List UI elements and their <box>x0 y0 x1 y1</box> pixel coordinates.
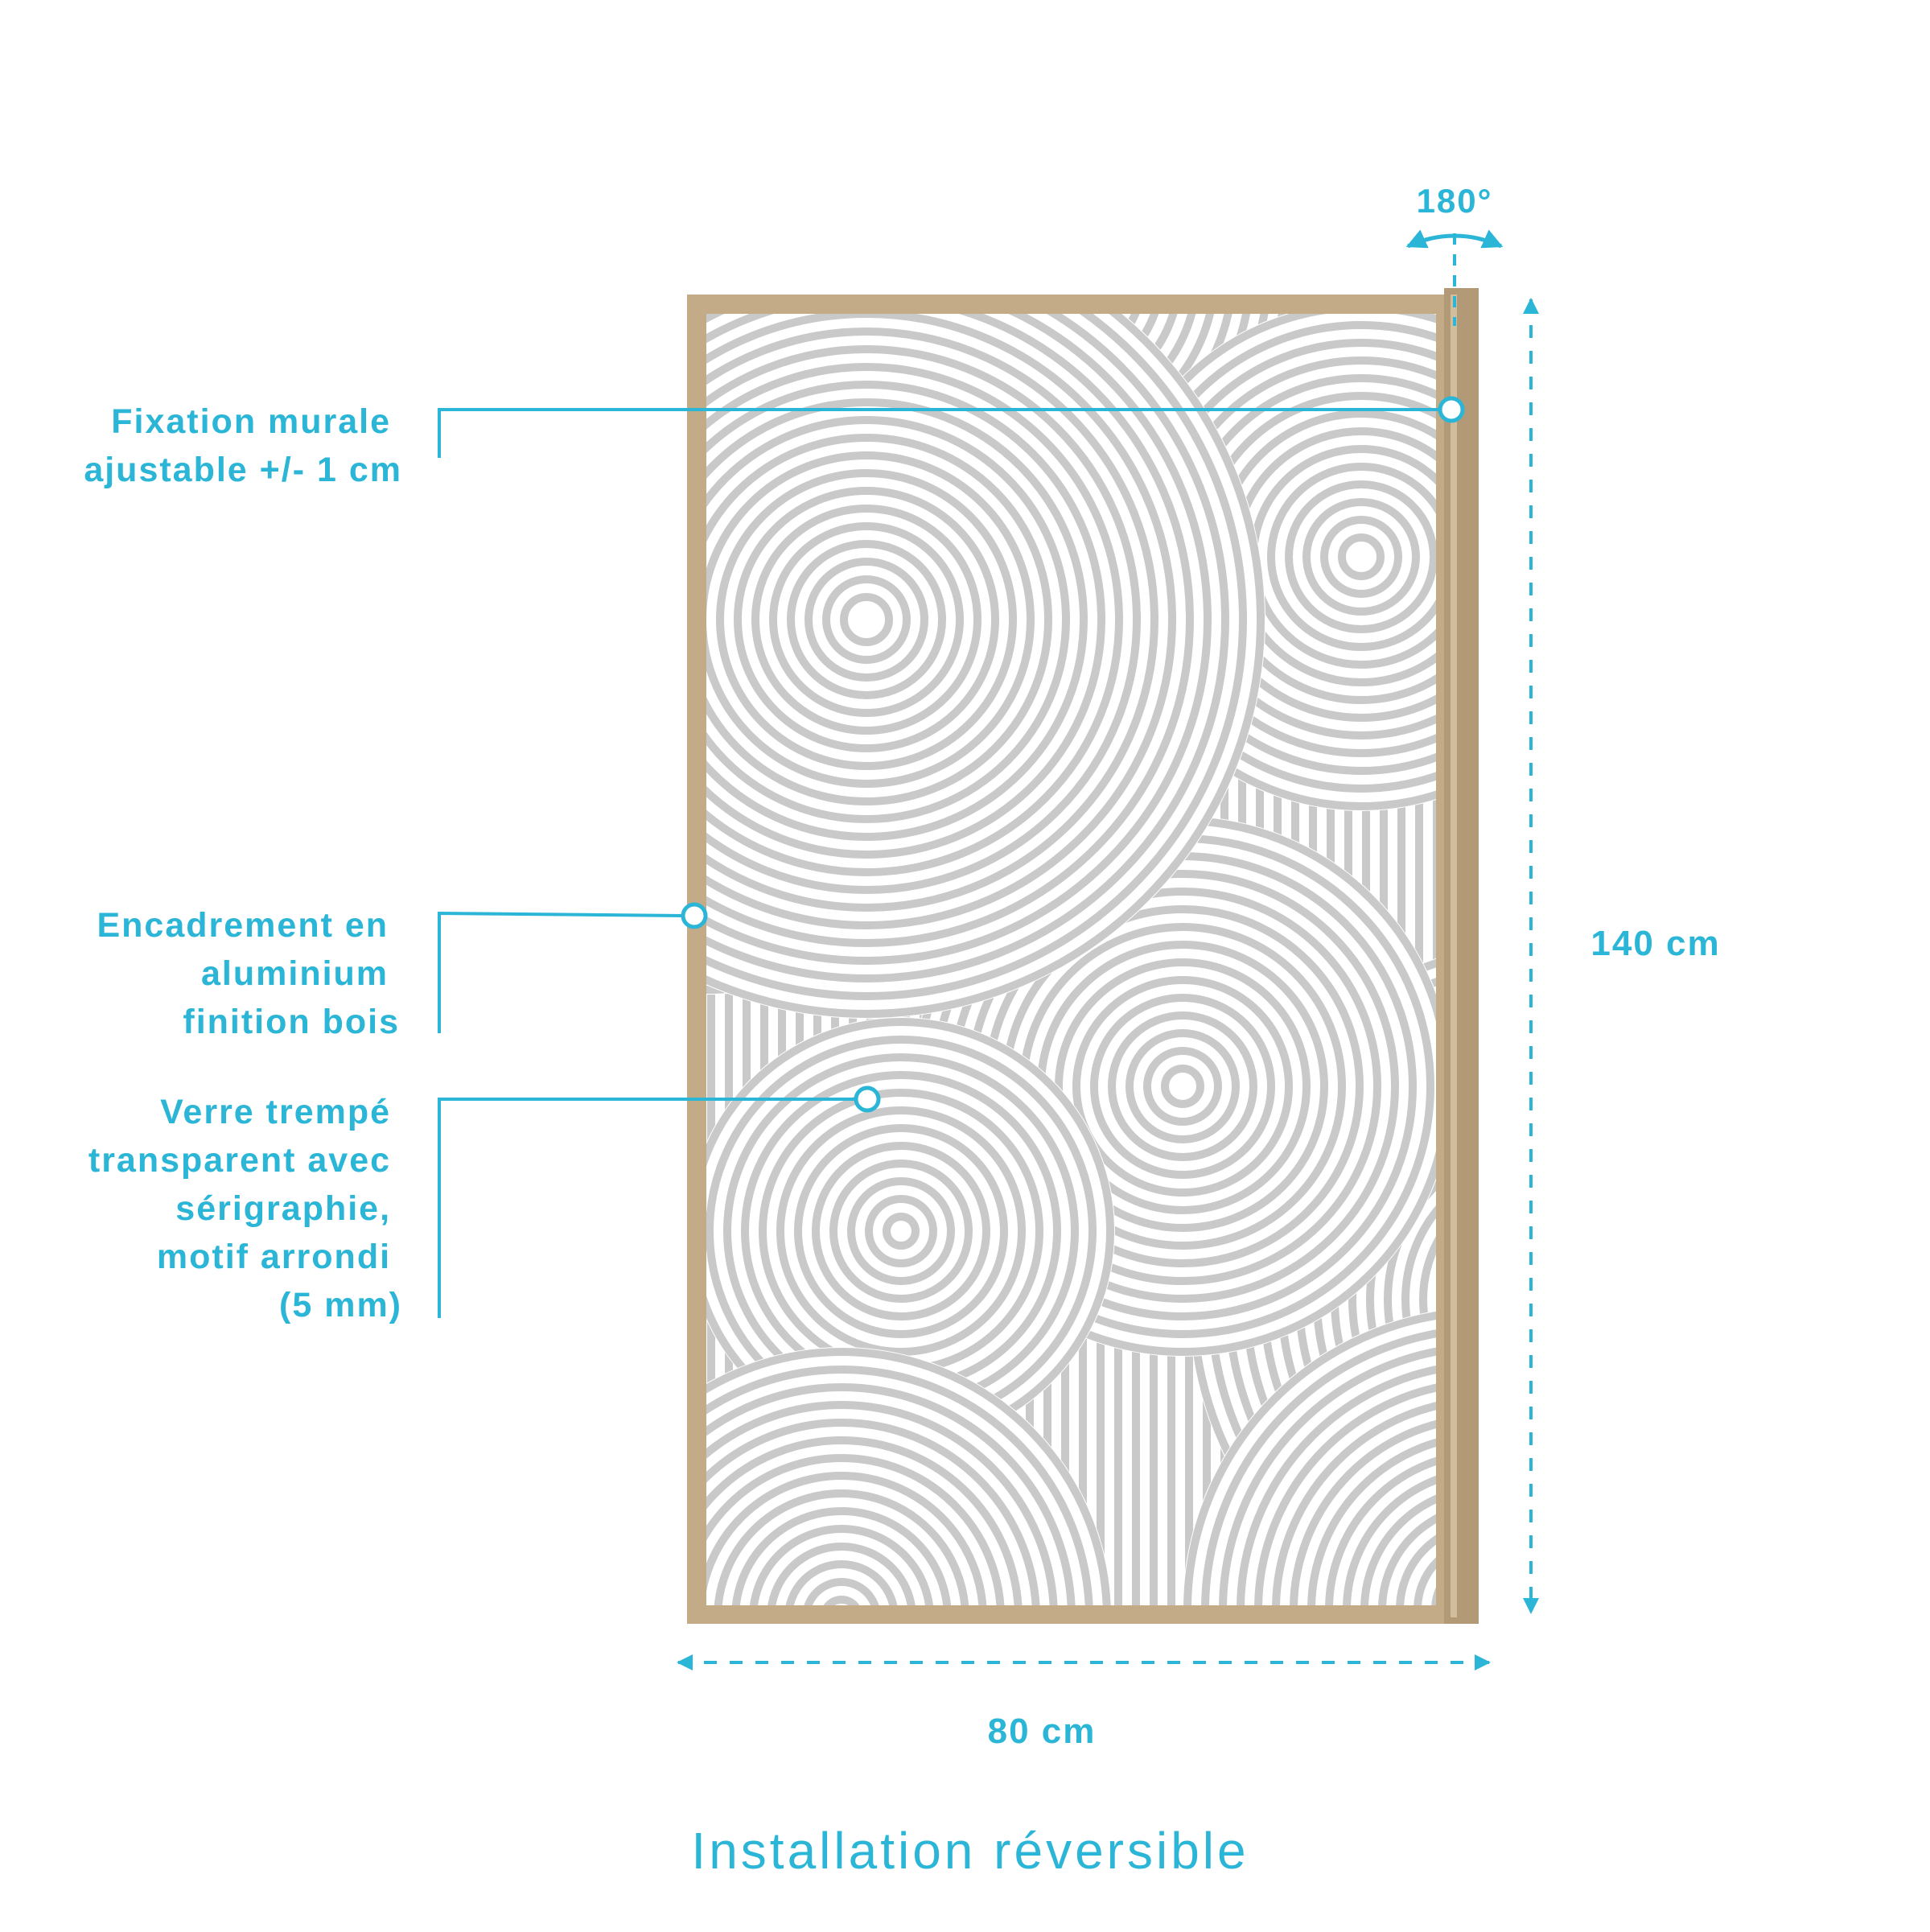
pattern-arc <box>1143 1047 1222 1126</box>
pattern-arc <box>1494 1246 1600 1353</box>
hinge-post <box>1444 288 1479 1624</box>
callout-marker <box>681 902 708 929</box>
pattern-arc <box>794 1124 1008 1338</box>
pattern-arc <box>706 314 1247 1000</box>
leader-line <box>438 911 684 1033</box>
pattern-arc <box>1018 246 1073 301</box>
pattern-arc <box>1512 1264 1582 1335</box>
pattern-arc <box>776 1106 1026 1356</box>
pattern-arc <box>731 1507 952 1605</box>
pattern-arc <box>822 575 911 664</box>
pattern-arc <box>706 1419 1040 1605</box>
pattern-arc <box>840 593 893 646</box>
pattern-arc <box>1401 1205 1436 1394</box>
pattern-arc <box>787 540 946 699</box>
width-dimension: 80 cm <box>677 1654 1491 1751</box>
width-label: 80 cm <box>988 1712 1097 1751</box>
pattern-arc <box>706 451 1035 788</box>
pattern-arc <box>1055 958 1311 1214</box>
height-dimension: 140 cm <box>1523 298 1720 1614</box>
angle-label: 180° <box>1417 182 1493 220</box>
pattern-arc <box>1108 1011 1257 1161</box>
pattern-arc <box>706 314 1265 1018</box>
callout-fixation-text: Fixation murale ajustable +/- 1 cm <box>84 402 402 489</box>
pattern-arc <box>706 1454 1005 1605</box>
pattern-arc <box>706 314 1229 982</box>
pattern-arc <box>706 1366 1093 1605</box>
pattern-arc <box>706 434 1052 805</box>
pattern-arc <box>706 345 1141 894</box>
pattern-arc <box>714 1489 969 1605</box>
pattern-arc <box>1366 1156 1436 1443</box>
pattern-arc <box>1459 1211 1636 1388</box>
pattern-arc <box>706 381 1105 859</box>
pattern-arc <box>706 314 1176 929</box>
pattern-arc <box>1090 994 1275 1179</box>
pattern-arc <box>706 314 1194 947</box>
pattern-arc <box>706 314 1212 965</box>
pattern-arc <box>804 1578 879 1605</box>
pattern-arc <box>706 1348 1111 1605</box>
callout-frame: Encadrement en aluminium finition bois <box>97 902 708 1041</box>
pattern-arc <box>706 1472 987 1605</box>
pattern-arc <box>1267 463 1436 651</box>
pattern-arc <box>1302 498 1420 616</box>
pattern-arc <box>805 558 928 682</box>
pattern-arc <box>706 398 1088 841</box>
pattern-arc <box>883 1213 920 1250</box>
pattern-arc <box>751 505 981 735</box>
pattern-arc <box>1072 976 1293 1197</box>
callout-marker <box>1438 396 1465 423</box>
leader-line <box>438 1098 856 1318</box>
shower-panel <box>687 246 1636 1624</box>
pattern-arc <box>716 469 1017 770</box>
callout-glass: Verre trempé transparent avec sérigraphi… <box>88 1085 881 1324</box>
pattern-arc <box>1419 1236 1436 1363</box>
pattern-arc <box>706 363 1123 876</box>
pattern-arc <box>1125 1029 1240 1143</box>
callout-fixation: Fixation murale ajustable +/- 1 cm <box>84 396 1465 489</box>
pattern-arc <box>706 416 1070 823</box>
pattern-arc <box>769 522 964 717</box>
height-label: 140 cm <box>1591 924 1720 963</box>
pattern-arc <box>1036 264 1056 283</box>
pattern-arc <box>706 1383 1076 1605</box>
pattern-arc <box>1529 1282 1565 1317</box>
callout-marker <box>854 1085 881 1113</box>
pattern-arc <box>1338 533 1385 580</box>
pattern-arc <box>706 1436 1023 1605</box>
pattern-arc <box>812 1142 990 1320</box>
pattern-arc <box>767 1543 916 1605</box>
glass-pattern <box>706 246 1636 1605</box>
pattern-arc <box>1285 480 1436 633</box>
leader-line <box>438 408 1440 458</box>
pattern-arc <box>1476 1229 1618 1370</box>
pattern-arc <box>734 487 999 752</box>
pattern-arc <box>1320 516 1402 598</box>
rotation-indicator: 180° <box>1405 182 1504 326</box>
pattern-arc <box>706 1401 1058 1605</box>
callout-glass-text: Verre trempé transparent avec sérigraphi… <box>88 1093 402 1324</box>
callout-frame-text: Encadrement en aluminium finition bois <box>97 906 400 1041</box>
pattern-arc <box>750 1525 933 1605</box>
pattern-arc <box>1348 1135 1436 1464</box>
pattern-arc <box>706 327 1158 912</box>
pattern-arc <box>1384 1180 1436 1419</box>
title: Installation réversible <box>691 1822 1249 1880</box>
pattern-arc <box>1161 1065 1204 1108</box>
pattern-arc <box>785 1560 898 1605</box>
pattern-arc <box>823 1596 860 1605</box>
hinge-post-highlight <box>1451 295 1457 1617</box>
pattern-arc <box>829 1160 973 1303</box>
pattern-arc <box>865 1195 937 1267</box>
pattern-arc <box>847 1177 955 1285</box>
